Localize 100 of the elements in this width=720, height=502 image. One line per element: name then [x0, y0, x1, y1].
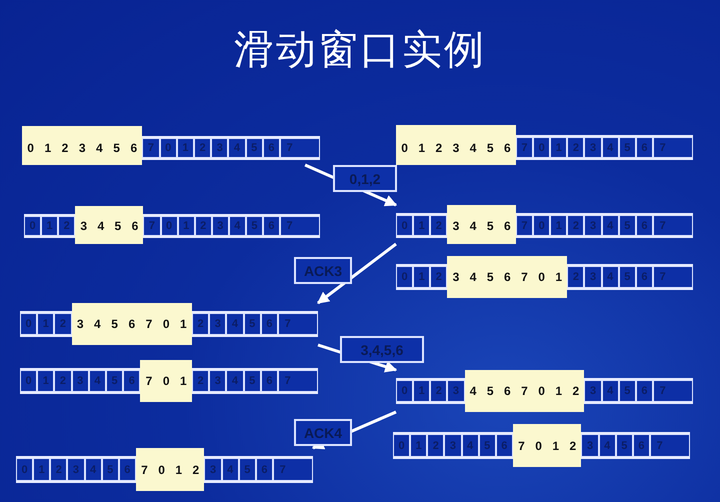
sequence-number: 3: [212, 216, 229, 236]
sequence-number: 3: [209, 313, 226, 335]
sequence-number: 1: [550, 137, 568, 158]
sequence-number: 6: [127, 316, 136, 333]
arrow: [317, 242, 397, 304]
sequence-number: 0: [396, 215, 414, 236]
sequence-number: 3: [72, 370, 89, 392]
sequence-number: 4: [96, 218, 106, 235]
sequence-number: 4: [468, 269, 478, 286]
sequence-number: 2: [567, 215, 584, 236]
sequence-number: 6: [262, 216, 280, 236]
sequence-number: 0: [24, 216, 42, 236]
sequence-number: 4: [226, 370, 244, 392]
sequence-number: 5: [102, 458, 119, 481]
sequence-number: 3: [444, 434, 462, 457]
sequence-number: 6: [123, 370, 140, 392]
sequence-number: 2: [50, 458, 68, 481]
sequence-number: 7: [278, 370, 318, 392]
sequence-number: 1: [43, 140, 52, 157]
sequence-number: 6: [636, 215, 653, 236]
sequence-number: 4: [226, 313, 244, 335]
sequence-strip: [20, 303, 318, 345]
sequence-number: 4: [228, 138, 246, 158]
sequence-number: 3: [78, 140, 87, 157]
sequence-number: 2: [572, 383, 580, 400]
sequence-number: 2: [58, 216, 76, 236]
sequence-number: 5: [618, 215, 636, 236]
sequence-number: 7: [140, 462, 149, 478]
sequence-number: 2: [434, 140, 444, 156]
sequence-number: 5: [478, 434, 496, 457]
sequence-number: 0: [393, 434, 410, 457]
sequence-number: 5: [618, 380, 636, 402]
sequence-number: 6: [503, 269, 512, 286]
sequence-number: 4: [222, 458, 239, 481]
sequence-number: 5: [246, 216, 263, 236]
sequence-number: 7: [520, 383, 529, 400]
sequence-number: 5: [246, 138, 263, 158]
sequence-number: 2: [430, 215, 448, 236]
sequence-number: 5: [238, 458, 256, 481]
sequence-number: 4: [95, 140, 104, 157]
sequence-number: 7: [653, 380, 693, 402]
sequence-number: 4: [228, 216, 246, 236]
edge-label: 0,1,2: [333, 165, 397, 192]
sequence-number: 7: [653, 137, 693, 158]
sequence-number: 5: [244, 313, 261, 335]
sequence-number: 2: [54, 370, 72, 392]
sequence-number: 0: [16, 458, 34, 481]
sequence-number: 3: [67, 458, 85, 481]
sequence-number: 5: [112, 140, 121, 157]
sequence-strip: [396, 125, 693, 165]
sequence-number: 4: [602, 215, 619, 236]
sequence-number: 7: [650, 434, 690, 457]
sequence-number: 2: [430, 266, 448, 288]
sequence-number: 6: [503, 383, 512, 400]
sequence-number: 7: [653, 266, 693, 288]
sequence-strip: [16, 448, 313, 491]
sequence-number: 1: [550, 215, 568, 236]
sequence-number: 4: [602, 380, 619, 402]
sequence-strip: [396, 205, 693, 244]
sequence-number: 6: [496, 434, 513, 457]
sequence-number: 1: [37, 313, 54, 335]
sequence-number: 3: [584, 380, 602, 402]
sequence-number: 1: [178, 216, 195, 236]
sequence-number: 7: [278, 313, 318, 335]
sequence-number: 4: [602, 266, 619, 288]
sequence-number: 6: [636, 137, 653, 158]
sequence-number: 6: [118, 458, 136, 481]
sequence-number: 4: [598, 434, 616, 457]
sequence-number: 6: [636, 266, 653, 288]
sequence-strip: [393, 424, 690, 467]
sequence-number: 7: [516, 215, 534, 236]
sequence-number: 2: [54, 313, 72, 335]
sequence-number: 5: [486, 269, 495, 286]
sequence-number: 3: [204, 458, 222, 481]
sequence-strip: [20, 360, 318, 402]
sequence-number: 1: [37, 370, 54, 392]
sequence-number: 4: [468, 218, 478, 234]
sequence-strip: [24, 206, 320, 244]
sequence-number: 5: [486, 218, 495, 234]
sequence-number: 0: [534, 438, 543, 454]
sequence-number: 1: [179, 373, 188, 390]
sequence-number: 5: [618, 137, 636, 158]
sequence-number: 4: [468, 140, 478, 156]
sequence-number: 2: [567, 266, 584, 288]
sequence-number: 1: [551, 438, 560, 454]
sequence-number: 7: [280, 216, 320, 236]
sequence-number: 6: [130, 218, 140, 235]
sequence-number: 0: [537, 269, 546, 286]
sequence-number: 2: [60, 140, 70, 157]
sequence-strip: [396, 256, 693, 298]
sequence-number: 7: [516, 137, 534, 158]
sequence-number: 0: [20, 313, 38, 335]
sequence-number: 4: [93, 316, 102, 333]
sequence-number: 1: [33, 458, 50, 481]
sequence-number: 3: [452, 140, 460, 156]
sequence-number: 5: [114, 218, 122, 235]
sequence-number: 3: [209, 370, 226, 392]
title: 滑动窗口实例: [234, 27, 486, 73]
sequence-number: 3: [211, 138, 228, 158]
sequence-number: 7: [520, 269, 529, 286]
